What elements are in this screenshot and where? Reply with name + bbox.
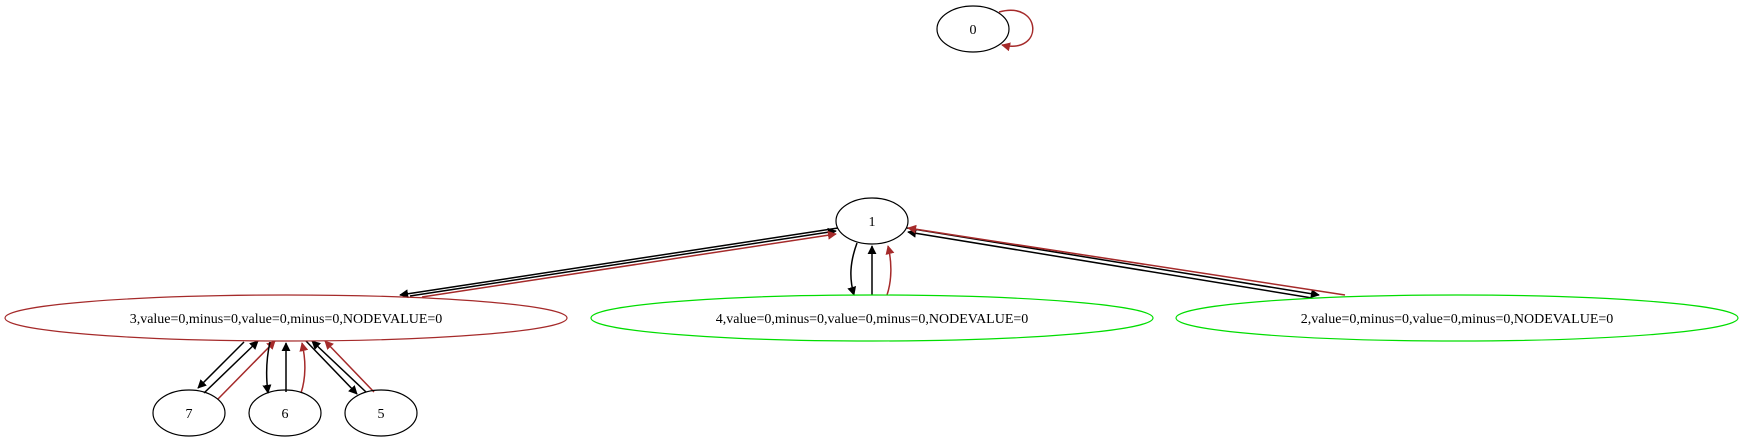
edge-3-6-black — [262, 341, 272, 394]
edge-2-1-red — [907, 224, 1346, 296]
node-2[interactable]: 2,value=0,minus=0,value=0,minus=0,NODEVA… — [1175, 294, 1739, 342]
node-3-shape — [4, 294, 568, 342]
node-5[interactable]: 5 — [344, 389, 418, 437]
node-3-label: 3,value=0,minus=0,value=0,minus=0,NODEVA… — [130, 312, 443, 327]
node-5-label: 5 — [378, 407, 385, 422]
node-6[interactable]: 6 — [248, 389, 322, 437]
edge-5-3-black — [311, 340, 367, 393]
node-1-label: 1 — [869, 215, 876, 230]
edge-0-0-red — [998, 9, 1034, 52]
edge-2-1-black — [907, 228, 1313, 299]
node-5-shape — [344, 389, 418, 437]
node-3[interactable]: 3,value=0,minus=0,value=0,minus=0,NODEVA… — [4, 294, 568, 342]
node-1[interactable]: 1 — [835, 197, 909, 245]
edge-3-1-black — [409, 227, 837, 297]
node-0-label: 0 — [970, 23, 977, 38]
node-6-shape — [248, 389, 322, 437]
node-0[interactable]: 0 — [936, 5, 1010, 53]
edges — [197, 9, 1346, 400]
node-7-shape — [152, 389, 226, 437]
node-2-label: 2,value=0,minus=0,value=0,minus=0,NODEVA… — [1301, 312, 1614, 327]
nodes: 0 1 3,value=0,minus=0,value=0,minus=0,NO… — [4, 5, 1739, 437]
node-6-label: 6 — [282, 407, 289, 422]
edge-1-3-black — [399, 227, 839, 299]
edge-5-3-red — [324, 340, 375, 393]
edge-6-3-red — [299, 342, 309, 394]
edge-7-3-red — [217, 340, 276, 400]
edge-1-2-black — [906, 227, 1320, 299]
edge-4-1-red — [885, 245, 895, 296]
edge-1-4-black — [847, 242, 858, 296]
edge-3-7-black — [197, 341, 245, 389]
node-4-shape — [590, 294, 1154, 342]
edge-3-1-red — [421, 230, 837, 298]
edge-3-5-black — [305, 340, 358, 395]
node-7-label: 7 — [186, 407, 193, 422]
node-1-shape — [835, 197, 909, 245]
node-2-shape — [1175, 294, 1739, 342]
node-4-label: 4,value=0,minus=0,value=0,minus=0,NODEVA… — [716, 312, 1029, 327]
node-4[interactable]: 4,value=0,minus=0,value=0,minus=0,NODEVA… — [590, 294, 1154, 342]
node-0-shape — [936, 5, 1010, 53]
edge-7-3-black — [203, 340, 259, 394]
node-7[interactable]: 7 — [152, 389, 226, 437]
